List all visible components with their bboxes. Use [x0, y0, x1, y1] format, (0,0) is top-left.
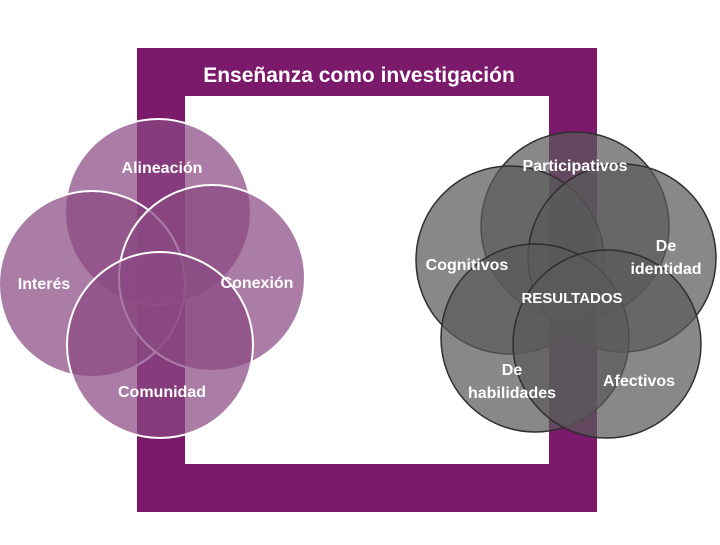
right-label-bottom-left-line2: habilidades: [468, 385, 556, 402]
right-label-left: Cognitivos: [426, 257, 509, 274]
right-label-bottom-left-line1: De: [502, 362, 523, 379]
frame: [137, 48, 597, 512]
frame-title: Enseñanza como investigación: [203, 64, 515, 87]
right-label-top: Participativos: [523, 158, 628, 175]
left-label-bottom: Comunidad: [118, 384, 206, 401]
right-label-right-line2: identidad: [630, 261, 701, 278]
right-circle-bottom-right: [512, 249, 702, 439]
left-circle-bottom: [66, 251, 254, 439]
right-label-right-line1: De: [656, 238, 677, 255]
left-label-right: Conexión: [221, 275, 294, 292]
left-label-left: Interés: [18, 276, 71, 293]
left-label-top: Alineación: [122, 160, 203, 177]
right-label-bottom-right: Afectivos: [603, 373, 675, 390]
right-cluster: RESULTADOS Participativos Cognitivos De …: [415, 131, 717, 439]
left-cluster: Alineación Interés Conexión Comunidad: [0, 118, 306, 439]
right-label-center: RESULTADOS: [521, 290, 622, 307]
